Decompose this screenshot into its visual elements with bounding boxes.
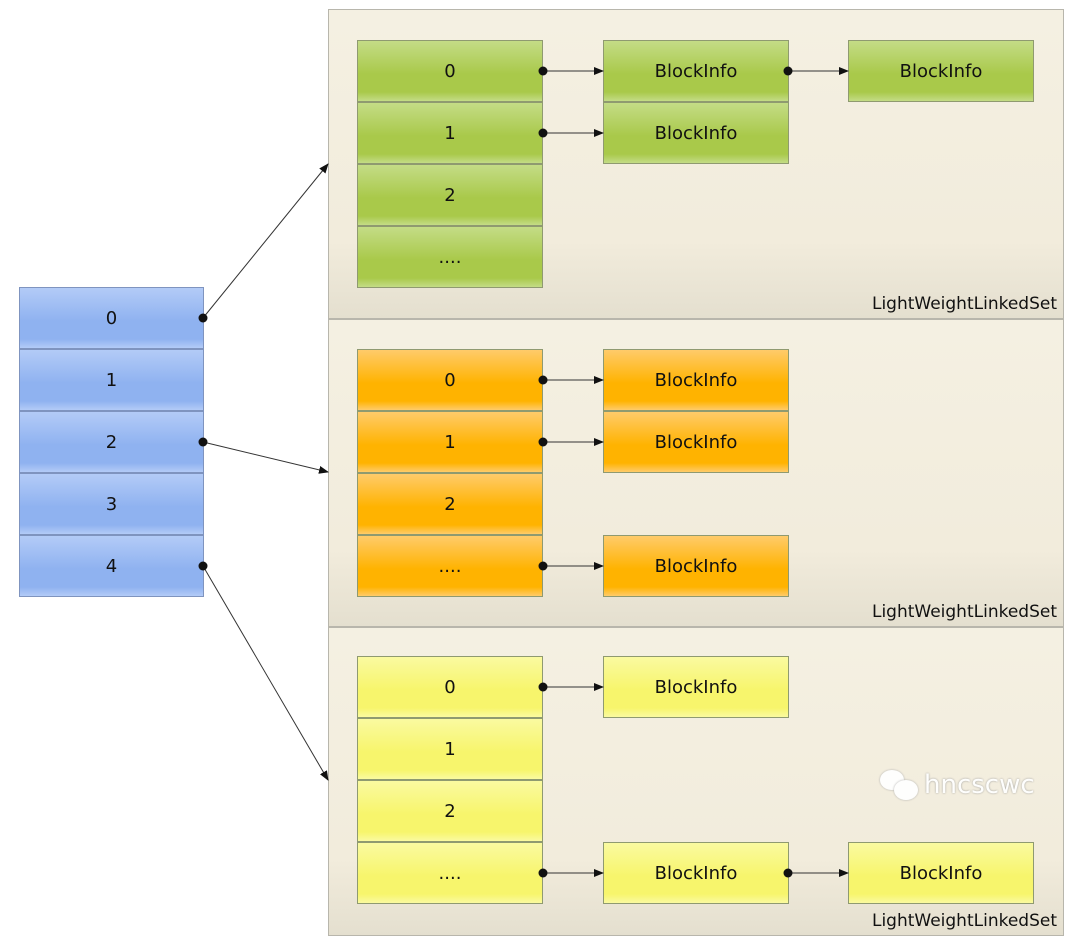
panel-label: LightWeightLinkedSet bbox=[871, 294, 1057, 314]
bucket-cell: 1 bbox=[357, 718, 543, 780]
index-cell: 1 bbox=[19, 349, 204, 411]
bucket-cell: 1 bbox=[357, 102, 543, 164]
bucket-cell: .... bbox=[357, 842, 543, 904]
bucket-cell: 0 bbox=[357, 656, 543, 718]
block-info-node: BlockInfo bbox=[603, 535, 789, 597]
bucket-cell: .... bbox=[357, 226, 543, 288]
bucket-cell: 2 bbox=[357, 164, 543, 226]
wechat-icon bbox=[880, 770, 920, 800]
index-to-set-arrow bbox=[202, 441, 329, 474]
watermark: hncscwc bbox=[880, 770, 1035, 800]
panel-label: LightWeightLinkedSet bbox=[871, 911, 1057, 931]
index-cell: 0 bbox=[19, 287, 204, 349]
block-info-node: BlockInfo bbox=[603, 40, 789, 102]
bucket-cell: 0 bbox=[357, 40, 543, 102]
bucket-cell: 2 bbox=[357, 473, 543, 535]
bucket-cell: .... bbox=[357, 535, 543, 597]
block-info-node: BlockInfo bbox=[603, 411, 789, 473]
index-cell: 3 bbox=[19, 473, 204, 535]
index-cell: 4 bbox=[19, 535, 204, 597]
block-info-node: BlockInfo bbox=[603, 842, 789, 904]
block-info-node: BlockInfo bbox=[848, 842, 1034, 904]
index-to-set-arrow bbox=[202, 565, 329, 781]
block-info-node: BlockInfo bbox=[603, 102, 789, 164]
block-info-node: BlockInfo bbox=[603, 656, 789, 718]
bucket-cell: 1 bbox=[357, 411, 543, 473]
index-cell: 2 bbox=[19, 411, 204, 473]
bucket-cell: 2 bbox=[357, 780, 543, 842]
block-info-node: BlockInfo bbox=[848, 40, 1034, 102]
panel-label: LightWeightLinkedSet bbox=[871, 602, 1057, 622]
watermark-text: hncscwc bbox=[924, 770, 1035, 800]
bucket-cell: 0 bbox=[357, 349, 543, 411]
index-to-set-arrow bbox=[202, 163, 329, 319]
block-info-node: BlockInfo bbox=[603, 349, 789, 411]
